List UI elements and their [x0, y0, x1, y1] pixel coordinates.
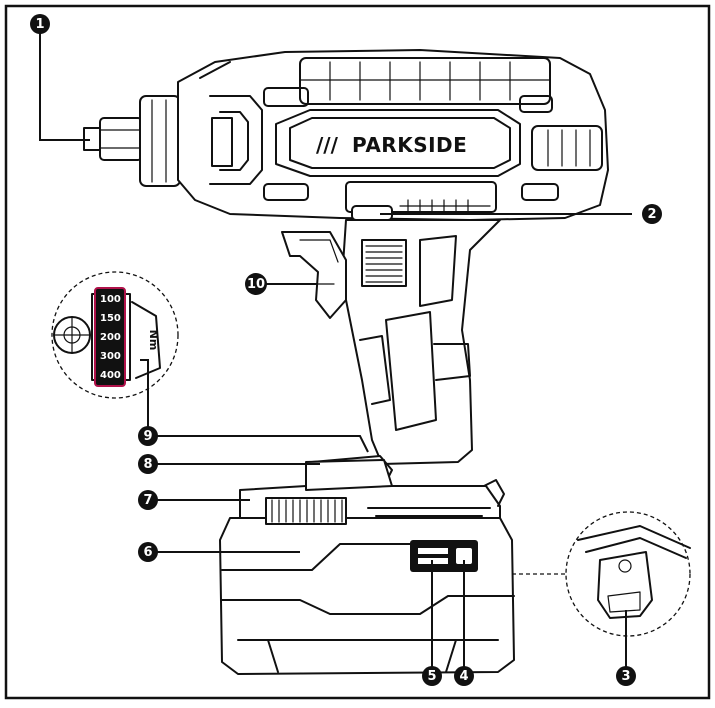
charge-level-bar [418, 548, 448, 554]
diagram-frame [4, 4, 711, 700]
belt-clip-inset [512, 511, 691, 637]
callout-circle [138, 542, 158, 562]
torque-scale-value: 300 [100, 351, 121, 362]
callout-number: 2 [647, 207, 656, 222]
callout-circle [454, 666, 474, 686]
callout-5: 5 [422, 666, 442, 686]
callout-3: 3 [616, 666, 636, 686]
callout-circle [245, 273, 267, 295]
charge-level-button [456, 548, 472, 564]
torque-scale-value: 400 [100, 370, 121, 381]
torque-scale-panel [94, 287, 126, 387]
callout-circle [422, 666, 442, 686]
torque-scale-value: 100 [100, 294, 121, 305]
callout-circle [138, 490, 158, 510]
callout-6: 6 [138, 542, 158, 562]
callout-7: 7 [138, 490, 158, 510]
battery-pack [219, 459, 515, 675]
callout-circle [616, 666, 636, 686]
callout-number: 8 [143, 457, 152, 472]
torque-scale-inset: 100 150 200 300 400 Nm [51, 271, 179, 399]
callout-circle [138, 454, 158, 474]
callout-circle [138, 426, 158, 446]
belt-clip [597, 551, 653, 619]
anvil [83, 95, 181, 187]
torque-unit-label: Nm [147, 330, 160, 351]
battery-release-button [305, 459, 393, 491]
callout-number: 3 [621, 669, 630, 684]
callout-number: 10 [247, 277, 265, 292]
callout-badges: 1 2 3 4 5 6 7 8 9 10 [30, 14, 662, 686]
brand-logo: PARKSIDE [352, 133, 467, 157]
callout-4: 4 [454, 666, 474, 686]
callout-number: 6 [143, 545, 152, 560]
trigger [281, 231, 347, 319]
callout-1: 1 [30, 14, 50, 34]
callout-number: 7 [143, 493, 152, 508]
callout-number: 9 [143, 429, 152, 444]
motor-housing: /// PARKSIDE [177, 49, 609, 221]
callout-circle [30, 14, 50, 34]
leader-lines [39, 30, 632, 668]
torque-scale-value: 200 [100, 332, 121, 343]
callout-number: 1 [35, 17, 44, 32]
grip-vent [365, 245, 403, 283]
callout-9: 9 [138, 426, 158, 446]
logo-slashes: /// [316, 133, 339, 157]
torque-scale-values: 100 150 200 300 400 [100, 294, 121, 381]
callout-number: 4 [459, 669, 468, 684]
callout-circle [642, 204, 662, 224]
handle [281, 219, 501, 493]
callout-number: 5 [427, 669, 436, 684]
callout-10: 10 [245, 273, 267, 295]
torque-scale-value: 150 [100, 313, 121, 324]
callout-2: 2 [642, 204, 662, 224]
callout-8: 8 [138, 454, 158, 474]
